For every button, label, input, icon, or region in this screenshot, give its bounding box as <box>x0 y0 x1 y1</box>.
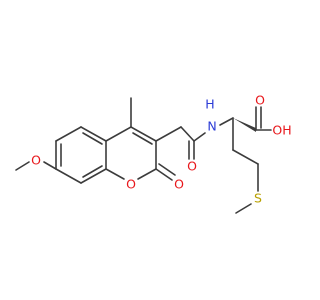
bond-ring-b2 <box>130 126 157 142</box>
atom-o-acid-carbonyl: O <box>255 93 265 108</box>
atom-h-amide: H <box>205 97 214 112</box>
atom-o-amide: O <box>187 159 197 174</box>
atom-o-ring: O <box>126 177 136 192</box>
structure-svg: O O O O N H O OH S <box>15 93 292 214</box>
bond-s-methyl <box>235 203 252 214</box>
atom-s-thioether: S <box>254 191 262 206</box>
bond-ring-b2-double <box>132 132 153 145</box>
atom-oh-acid: OH <box>272 123 291 138</box>
bond-ring-a5 <box>80 168 107 184</box>
wedge-ca-cooh <box>233 118 256 132</box>
bond-ring-b1 <box>105 126 132 142</box>
bond-ring-b4 <box>137 168 157 180</box>
bond-ch2-co <box>180 126 195 142</box>
bond-ring-a3-double <box>82 132 103 145</box>
bond-co-n <box>193 132 206 142</box>
bond-ring-a3 <box>80 126 107 142</box>
bond-ring-b5 <box>105 168 125 180</box>
molecule-diagram: O O O O N H O OH S <box>15 93 292 214</box>
bond-c2-o-double <box>158 163 176 176</box>
bond-c2-o <box>155 168 173 181</box>
atom-o-lactone-carbonyl: O <box>174 177 184 192</box>
bond-c3-ch2 <box>155 126 182 142</box>
bond-ring-a5-double <box>82 165 103 178</box>
bond-cb-cg <box>232 149 259 165</box>
atom-o-methoxy: O <box>31 153 41 168</box>
atom-n-amide: N <box>207 119 216 134</box>
bond-o-aromatic <box>43 161 57 170</box>
bond-methyl-o <box>15 161 30 171</box>
bond-ring-a2 <box>55 126 82 142</box>
bond-ring-a6 <box>55 168 82 184</box>
bond-n-ca <box>219 117 234 126</box>
